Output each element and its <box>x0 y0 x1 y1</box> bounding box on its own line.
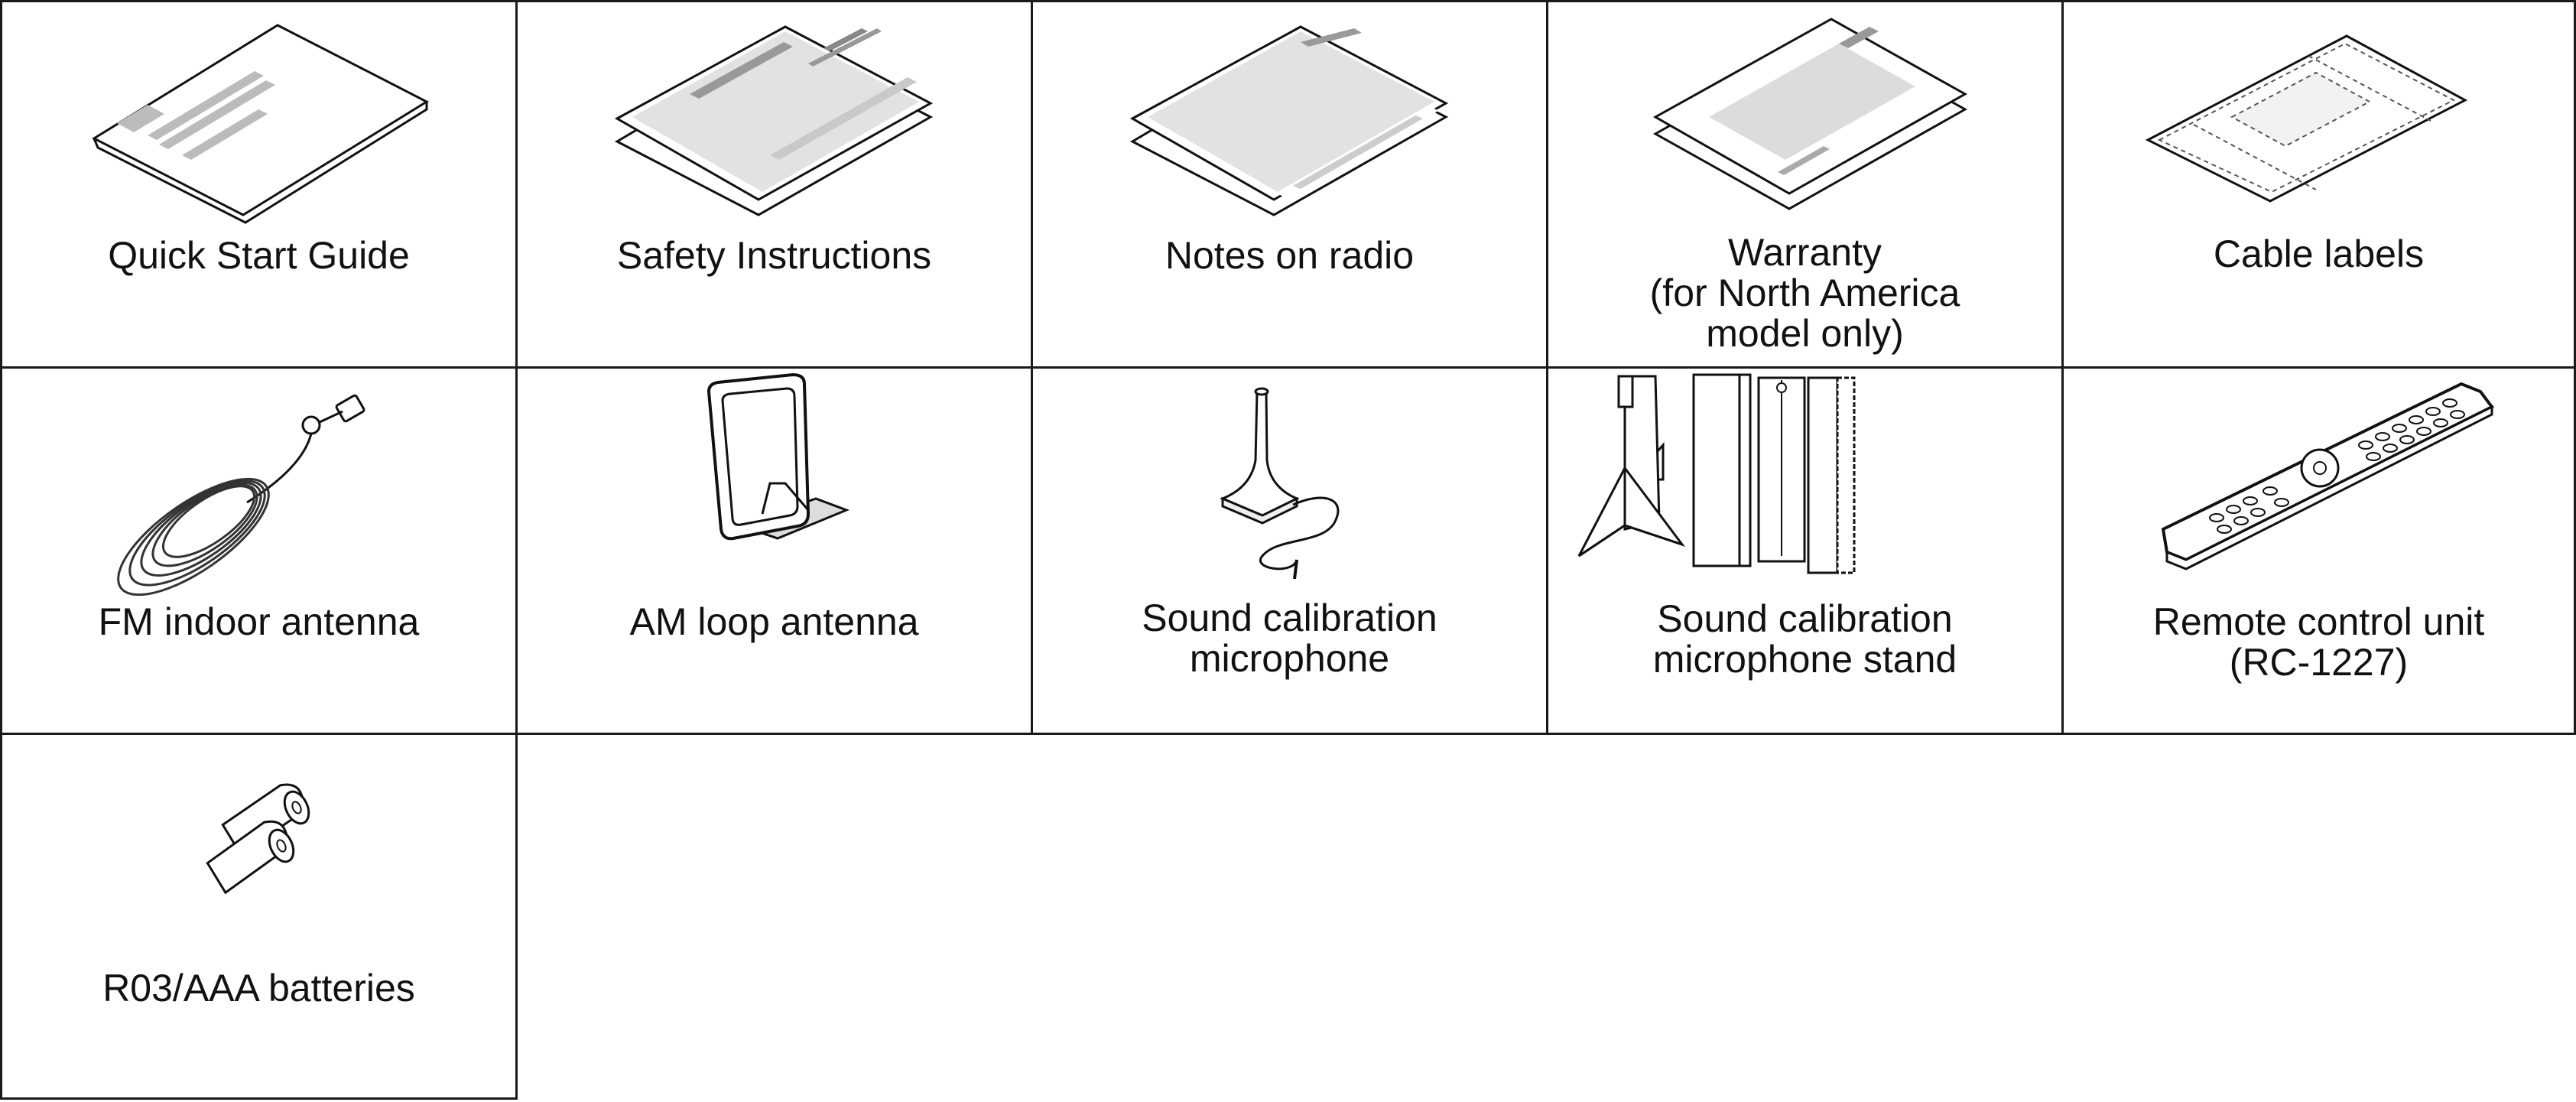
quick-start-guide-icon <box>91 24 430 224</box>
remote-control-icon <box>2161 382 2495 571</box>
item-cable-labels: Cable labels <box>2061 0 2576 369</box>
item-am-loop-antenna: AM loop antenna <box>515 366 1033 735</box>
safety-instructions-icon <box>614 25 934 216</box>
item-label: Remote control unit(RC-1227) <box>2152 600 2485 684</box>
item-batteries: R03/AAA batteries <box>0 733 518 1100</box>
item-label: Quick Start Guide <box>108 234 410 277</box>
item-safety-instructions: Safety Instructions <box>515 0 1033 369</box>
item-fm-indoor-antenna: FM indoor antenna <box>0 366 518 735</box>
notes-on-radio-icon <box>1129 25 1449 216</box>
item-remote-control-unit: Remote control unit(RC-1227) <box>2061 366 2576 735</box>
item-quick-start-guide: Quick Start Guide <box>0 0 518 369</box>
cable-labels-icon <box>2145 34 2468 203</box>
fm-antenna-icon <box>117 394 365 597</box>
item-notes-on-radio: Notes on radio <box>1031 0 1548 369</box>
item-label: FM indoor antenna <box>98 600 420 643</box>
item-label: Safety Instructions <box>616 234 932 277</box>
item-label: AM loop antenna <box>629 600 919 643</box>
microphone-stand-icon <box>1577 373 1856 574</box>
item-label: Cable labels <box>2213 232 2425 275</box>
microphone-icon <box>1220 387 1340 580</box>
item-label: R03/AAA batteries <box>102 967 415 1009</box>
warranty-icon <box>1652 18 1968 210</box>
am-antenna-icon <box>707 372 850 541</box>
item-label: Notes on radio <box>1165 234 1415 277</box>
batteries-icon <box>206 783 310 895</box>
